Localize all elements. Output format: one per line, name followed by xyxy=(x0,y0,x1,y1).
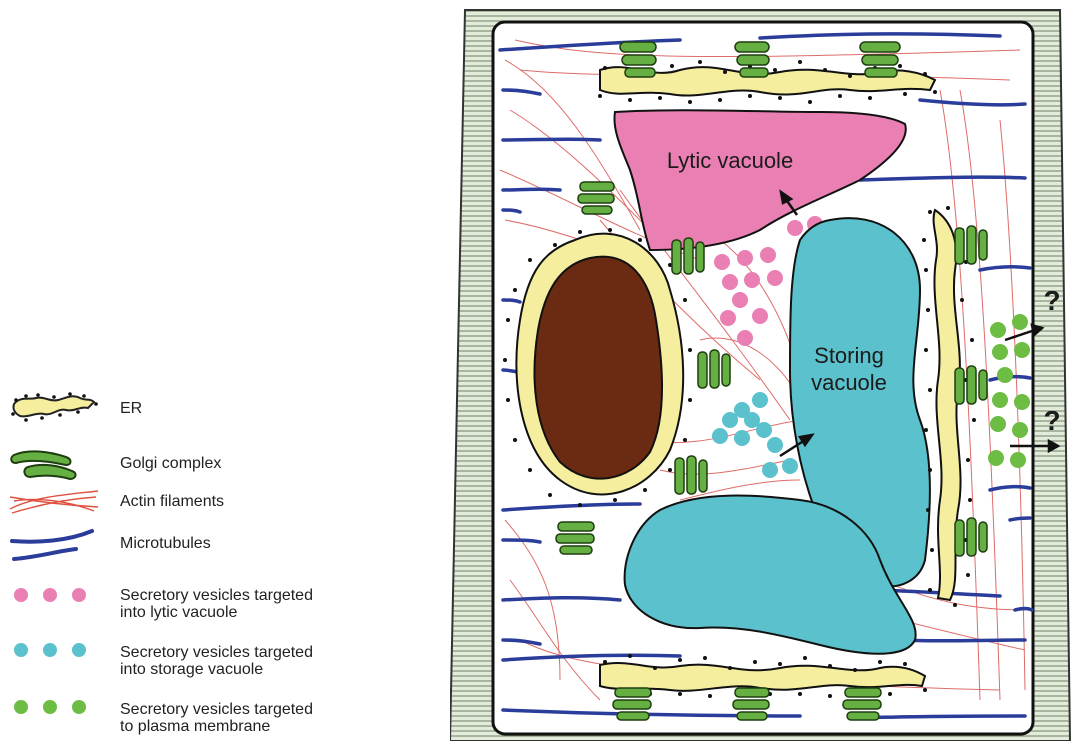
legend-label-golgi: Golgi complex xyxy=(120,455,221,472)
er-icon xyxy=(8,390,103,430)
legend-label-actin: Actin filaments xyxy=(120,493,224,510)
blue-vesicle-icon xyxy=(8,640,103,670)
pink-vesicle-icon xyxy=(8,583,103,613)
golgi-icon xyxy=(8,445,103,485)
lytic-vacuole-label: Lytic vacuole xyxy=(667,148,793,173)
green-vesicle-icon xyxy=(8,697,103,727)
plant-cell-diagram: Lytic vacuole Storing vacuol xyxy=(450,0,1079,741)
legend-label-green-vesicles: Secretory vesicles targeted to plasma me… xyxy=(120,701,313,735)
legend: ER Golgi complex Actin filaments Microtu… xyxy=(0,0,430,741)
question-mark-1: ? xyxy=(1043,285,1060,316)
nucleus xyxy=(534,257,662,479)
legend-label-pink-vesicles: Secretory vesicles targeted into lytic v… xyxy=(120,587,313,621)
actin-icon xyxy=(8,487,103,517)
legend-label-microtubule: Microtubules xyxy=(120,535,211,552)
legend-label-er: ER xyxy=(120,400,142,417)
storing-vacuole-label-line2: vacuole xyxy=(811,370,887,395)
storing-vacuole-label-line1: Storing xyxy=(814,343,884,368)
microtubule-icon xyxy=(8,525,103,565)
question-mark-2: ? xyxy=(1043,405,1060,436)
legend-label-blue-vesicles: Secretory vesicles targeted into storage… xyxy=(120,644,313,678)
